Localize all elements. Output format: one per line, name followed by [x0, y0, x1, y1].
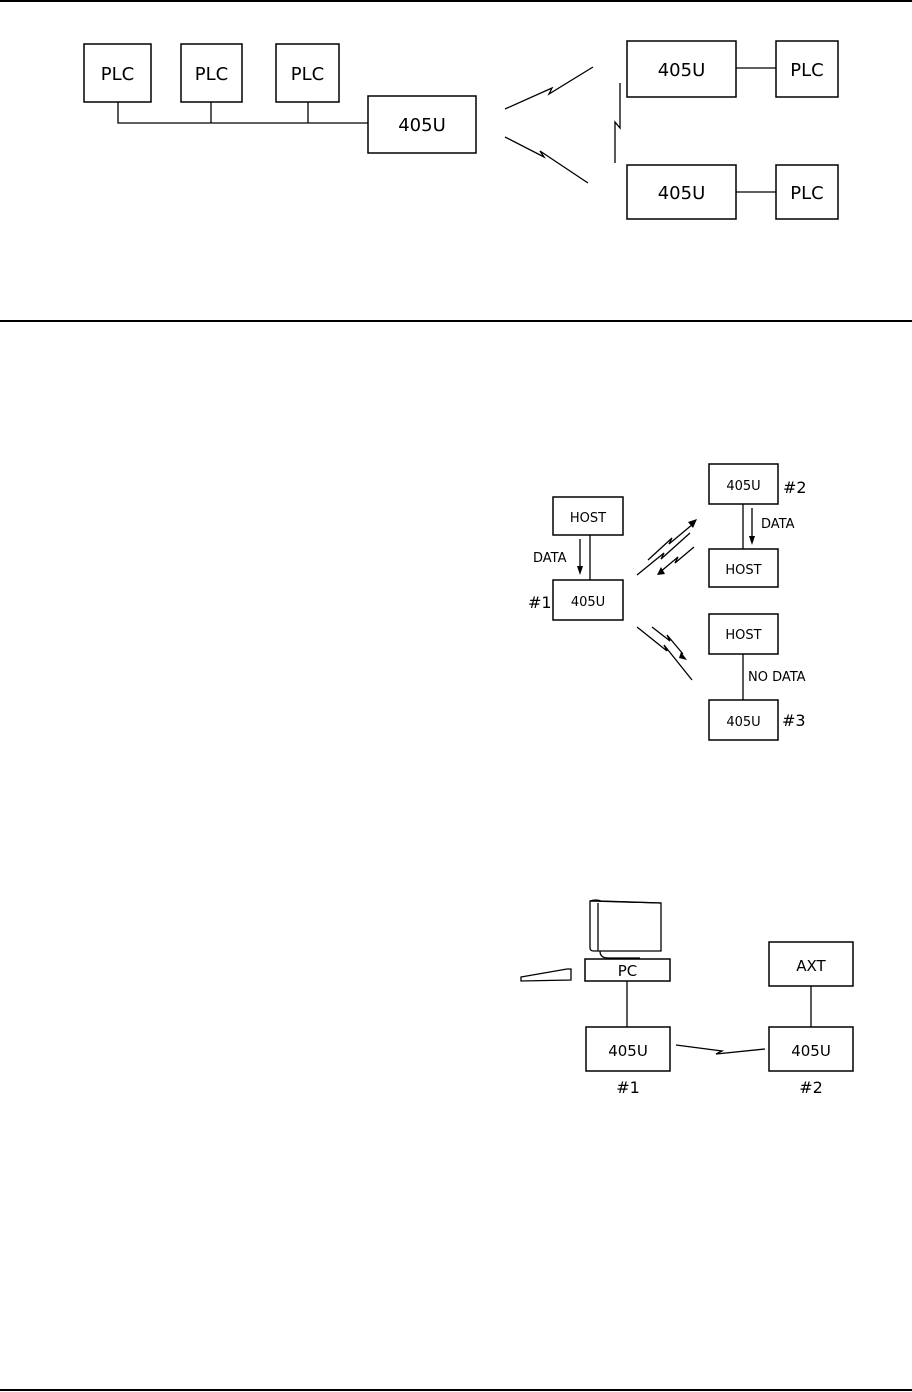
figure-host-data-flow: HOST DATA 405U #1 405U #2 DATA HOST [528, 463, 807, 741]
radio-link-3b-arrow-icon [679, 652, 687, 660]
remote-plc-top-label: PLC [790, 60, 823, 81]
data-arrow-1-icon [577, 566, 583, 575]
figure-pc-axt-link: PC 405U #1 AXT 405U #2 [520, 899, 854, 1097]
unit-2-label: 405U [726, 479, 760, 494]
host-2-label: HOST [725, 563, 761, 578]
axt-label: AXT [796, 957, 826, 975]
radio-link-upper-icon [504, 66, 594, 110]
plc-bus-line [117, 102, 368, 124]
unit-3-number: #3 [782, 711, 806, 730]
figure-plc-network: PLC PLC PLC 405U 405U PLC 405U [83, 40, 839, 220]
unit-2-box: 405U [708, 463, 779, 505]
radio-link-3b-icon [651, 626, 684, 655]
master-405u-label: 405U [398, 115, 446, 136]
pc-label: PC [618, 962, 638, 980]
monitor-icon [589, 899, 662, 959]
pc-box: PC [584, 958, 671, 982]
plc-a-label: PLC [101, 64, 134, 85]
unit-1-box-fig3: 405U [585, 1026, 671, 1072]
remote-405u-bottom-box: 405U [626, 164, 737, 220]
remote-405u-top-box: 405U [626, 40, 737, 98]
host-1-label: HOST [570, 511, 606, 526]
radio-link-2a-icon [636, 532, 691, 576]
keyboard-icon [520, 968, 572, 982]
unit-1-box: 405U [552, 579, 624, 621]
unit-1-number-fig3: #1 [616, 1078, 640, 1097]
host-3-box: HOST [708, 613, 779, 655]
radio-link-2c-arrow-icon [657, 567, 665, 575]
radio-link-2b-arrow-icon [688, 519, 697, 528]
plc-b-label: PLC [195, 64, 228, 85]
data-label-2: DATA [761, 517, 795, 532]
plc-box-c: PLC [275, 43, 340, 103]
radio-link-fig3-icon [675, 1044, 766, 1055]
unit-1-number: #1 [528, 593, 552, 612]
remote-405u-bottom-label: 405U [658, 183, 706, 204]
unit-2-box-fig3: 405U [768, 1026, 854, 1072]
axt-box: AXT [768, 941, 854, 987]
radio-link-3a-icon [636, 626, 693, 681]
remote-plc-bottom-box: PLC [775, 164, 839, 220]
unit-3-label: 405U [726, 715, 760, 730]
radio-link-lower-icon [504, 136, 589, 184]
master-405u-box: 405U [367, 95, 477, 154]
plc-box-a: PLC [83, 43, 152, 103]
host-2-box: HOST [708, 548, 779, 588]
unit-1-label-fig3: 405U [608, 1042, 648, 1060]
unit-2-number: #2 [783, 478, 807, 497]
plc-c-label: PLC [291, 64, 324, 85]
host-3-label: HOST [725, 628, 761, 643]
host-1-box: HOST [552, 496, 624, 536]
plc-box-b: PLC [180, 43, 243, 103]
unit-2-label-fig3: 405U [791, 1042, 831, 1060]
unit-1-label: 405U [571, 595, 605, 610]
radio-link-2b-icon [647, 523, 694, 561]
radio-link-2c-icon [658, 546, 695, 574]
remote-plc-top-box: PLC [775, 40, 839, 98]
data-label-1: DATA [533, 551, 567, 566]
unit-3-box: 405U [708, 699, 779, 741]
no-data-label: NO DATA [748, 670, 806, 685]
radio-link-vertical-icon [614, 83, 621, 163]
unit-2-number-fig3: #2 [799, 1078, 823, 1097]
data-arrow-2-icon [749, 536, 755, 545]
remote-plc-bottom-label: PLC [790, 183, 823, 204]
remote-405u-top-label: 405U [658, 60, 706, 81]
